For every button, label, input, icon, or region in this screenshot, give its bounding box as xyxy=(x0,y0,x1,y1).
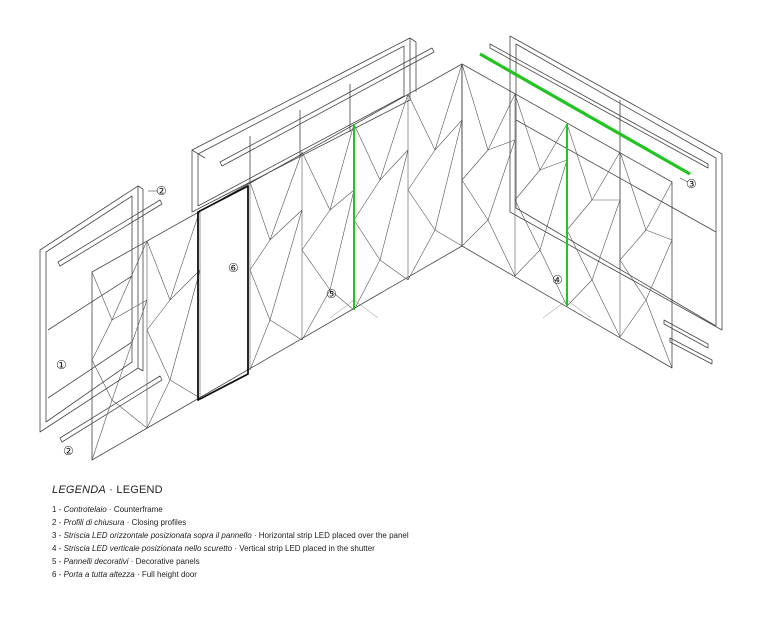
full-height-door xyxy=(197,185,249,401)
legend-item-en: Horizontal strip LED placed over the pan… xyxy=(258,531,409,540)
callout-3: ③ xyxy=(686,177,697,191)
callout-2-top: ② xyxy=(156,184,167,198)
legend-item-3: 3 - Striscia LED orizzontale posizionata… xyxy=(52,531,409,540)
legend-item-en: Decorative panels xyxy=(135,557,200,566)
counterframe-middle xyxy=(191,37,435,213)
callout-2-bottom: ② xyxy=(63,444,74,458)
isometric-wall-diagram: ① ② ② ③ ④ ⑤ ⑥ xyxy=(39,35,723,461)
legend-item-en: Vertical strip LED placed in the shutter xyxy=(239,544,375,553)
legend-title-it: LEGENDA xyxy=(52,484,106,496)
decorative-wall-left xyxy=(91,63,463,461)
legend-item-en: Full height door xyxy=(141,570,197,579)
legend-item-4: 4 - Striscia LED verticale posizionata n… xyxy=(52,544,375,553)
counterframe-right xyxy=(489,35,723,365)
legend-title-separator: · xyxy=(109,484,114,496)
callout-4: ④ xyxy=(552,273,563,287)
legend-item-number: 2 xyxy=(52,518,57,527)
legend-item-it: Porta a tutta altezza xyxy=(63,570,135,579)
legend-item-number: 1 xyxy=(52,505,57,514)
callout-1: ① xyxy=(56,358,67,372)
legend-item-it: Striscia LED verticale posizionata nello… xyxy=(63,544,233,553)
legend-item-2: 2 - Profili di chiusura · Closing profil… xyxy=(52,518,187,527)
legend-item-it: Pannelli decorativi xyxy=(63,557,129,566)
legend-item-number: 4 xyxy=(52,544,57,553)
callout-6: ⑥ xyxy=(228,261,239,275)
legend-item-number: 6 xyxy=(52,570,57,579)
legend-item-number: 5 xyxy=(52,557,57,566)
counterframe-left xyxy=(39,185,163,443)
legend-title: LEGENDA · LEGEND xyxy=(52,484,752,496)
legend-item-en: Closing profiles xyxy=(131,518,187,527)
legend-item-number: 3 xyxy=(52,531,57,540)
legend: LEGENDA · LEGEND 1 - Controtelaio · Coun… xyxy=(52,484,752,581)
legend-item-5: 5 - Pannelli decorativi · Decorative pan… xyxy=(52,557,200,566)
legend-title-en: LEGEND xyxy=(116,484,163,496)
legend-item-it: Striscia LED orizzontale posizionata sop… xyxy=(63,531,252,540)
legend-item-en: Counterframe xyxy=(113,505,163,514)
panel-lines-left xyxy=(91,63,463,461)
legend-item-1: 1 - Controtelaio · Counterframe xyxy=(52,505,163,514)
led-strip-horizontal xyxy=(479,52,691,176)
legend-item-it: Profili di chiusura xyxy=(63,518,125,527)
legend-item-it: Controtelaio xyxy=(63,505,107,514)
legend-item-6: 6 - Porta a tutta altezza · Full height … xyxy=(52,570,197,579)
callout-5: ⑤ xyxy=(326,287,337,301)
